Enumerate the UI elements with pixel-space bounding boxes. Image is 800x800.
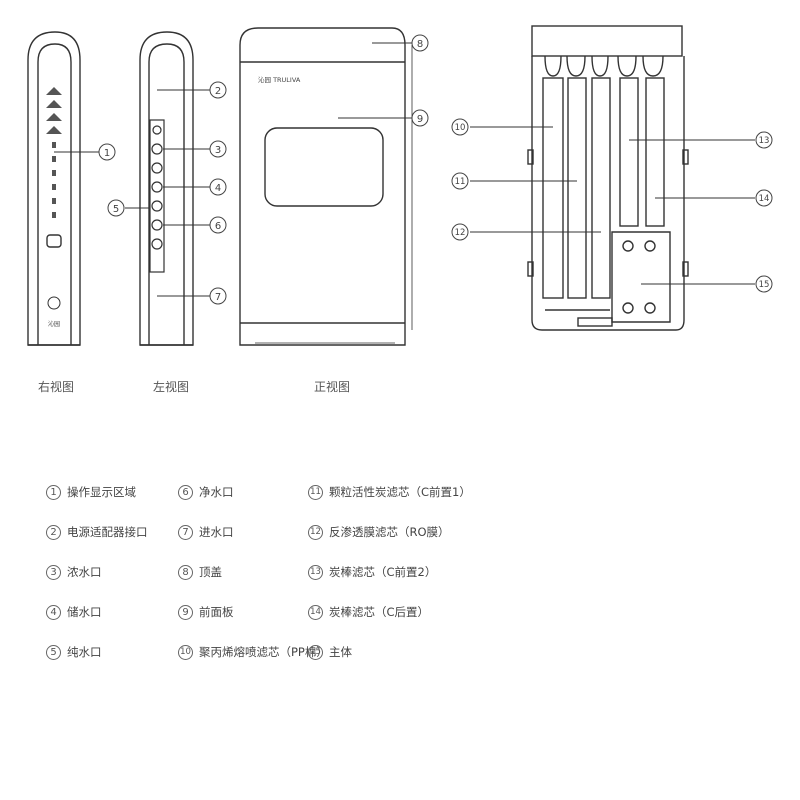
legend-number: 10 bbox=[178, 644, 193, 660]
svg-text:4: 4 bbox=[215, 183, 221, 194]
legend-item: 11 颗粒活性炭滤芯（C前置1） bbox=[308, 484, 471, 500]
svg-text:12: 12 bbox=[455, 228, 466, 238]
interior-view-drawing bbox=[527, 25, 689, 331]
legend-text: 储水口 bbox=[67, 605, 102, 619]
callout-13: 13 bbox=[755, 131, 773, 149]
callout-14: 14 bbox=[755, 189, 773, 207]
legend-number: 5 bbox=[46, 644, 61, 660]
legend-number: 6 bbox=[178, 484, 193, 500]
legend-number: 2 bbox=[46, 524, 61, 540]
callout-4: 4 bbox=[209, 178, 227, 196]
legend-text: 反渗透膜滤芯（RO膜） bbox=[329, 525, 450, 539]
legend-number: 8 bbox=[178, 564, 193, 580]
front-view-drawing bbox=[239, 27, 413, 346]
legend-text: 顶盖 bbox=[199, 565, 222, 579]
legend-text: 操作显示区域 bbox=[67, 485, 136, 499]
legend-item: 9 前面板 bbox=[178, 604, 234, 620]
svg-text:3: 3 bbox=[215, 145, 221, 156]
callout-2: 2 bbox=[209, 81, 227, 99]
legend-text: 炭棒滤芯（C后置） bbox=[329, 605, 430, 619]
legend-number: 7 bbox=[178, 524, 193, 540]
callout-12: 12 bbox=[451, 223, 469, 241]
legend-number: 1 bbox=[46, 484, 61, 500]
svg-text:15: 15 bbox=[759, 280, 770, 290]
legend-item: 15 主体 bbox=[308, 644, 352, 660]
legend-item: 2 电源适配器接口 bbox=[46, 524, 148, 540]
svg-text:1: 1 bbox=[104, 148, 110, 159]
svg-text:5: 5 bbox=[113, 204, 119, 215]
view-label-right: 右视图 bbox=[38, 380, 75, 394]
callout-7: 7 bbox=[209, 287, 227, 305]
legend-text: 进水口 bbox=[199, 525, 234, 539]
legend-item: 14 炭棒滤芯（C后置） bbox=[308, 604, 429, 620]
legend-number: 15 bbox=[308, 644, 323, 660]
callouts: 1 2 3 4 5 6 7 8 9 10 11 12 13 14 15 bbox=[98, 34, 773, 305]
svg-text:6: 6 bbox=[215, 221, 221, 232]
callout-3: 3 bbox=[209, 140, 227, 158]
legend-text: 电源适配器接口 bbox=[67, 525, 148, 539]
svg-text:10: 10 bbox=[455, 123, 466, 133]
legend-text: 净水口 bbox=[199, 485, 234, 499]
legend-text: 炭棒滤芯（C前置2） bbox=[329, 565, 437, 579]
callout-9: 9 bbox=[411, 109, 429, 127]
legend-item: 3 浓水口 bbox=[46, 564, 102, 580]
legend-number: 4 bbox=[46, 604, 61, 620]
legend-number: 3 bbox=[46, 564, 61, 580]
legend-text: 颗粒活性炭滤芯（C前置1） bbox=[329, 485, 471, 499]
callout-6: 6 bbox=[209, 216, 227, 234]
svg-text:11: 11 bbox=[455, 177, 466, 187]
legend-item: 1 操作显示区域 bbox=[46, 484, 136, 500]
legend-item: 10 聚丙烯熔喷滤芯（PP棉） bbox=[178, 644, 328, 660]
legend-item: 4 储水口 bbox=[46, 604, 102, 620]
legend-text: 主体 bbox=[329, 645, 352, 659]
svg-text:9: 9 bbox=[417, 114, 423, 125]
legend-number: 14 bbox=[308, 604, 323, 620]
svg-text:2: 2 bbox=[215, 86, 221, 97]
parts-legend: 1 操作显示区域 2 电源适配器接口 3 浓水口 4 储水口 5 纯水口 6 净水口 7 进水… bbox=[40, 482, 500, 667]
legend-number: 11 bbox=[308, 484, 323, 500]
legend-number: 9 bbox=[178, 604, 193, 620]
svg-text:14: 14 bbox=[759, 194, 770, 204]
front-logo: 沁园 TRULIVA bbox=[258, 75, 301, 84]
legend-number: 13 bbox=[308, 564, 323, 580]
view-label-front: 正视图 bbox=[314, 380, 351, 394]
legend-item: 8 顶盖 bbox=[178, 564, 222, 580]
callout-11: 11 bbox=[451, 172, 469, 190]
legend-text: 浓水口 bbox=[67, 565, 102, 579]
callout-15: 15 bbox=[755, 275, 773, 293]
legend-text: 纯水口 bbox=[67, 645, 102, 659]
legend-item: 12 反渗透膜滤芯（RO膜） bbox=[308, 524, 450, 540]
legend-text: 前面板 bbox=[199, 605, 234, 619]
callout-10: 10 bbox=[451, 118, 469, 136]
callout-1: 1 bbox=[98, 143, 116, 161]
legend-number: 12 bbox=[308, 524, 323, 540]
legend-item: 7 进水口 bbox=[178, 524, 234, 540]
svg-text:7: 7 bbox=[215, 292, 221, 303]
callout-8: 8 bbox=[411, 34, 429, 52]
left-view-drawing bbox=[139, 31, 194, 346]
legend-text: 聚丙烯熔喷滤芯（PP棉） bbox=[199, 645, 328, 659]
callout-5: 5 bbox=[107, 199, 125, 217]
svg-text:8: 8 bbox=[417, 39, 423, 50]
view-label-left: 左视图 bbox=[153, 380, 190, 394]
right-view-drawing bbox=[27, 31, 81, 346]
side-logo: 沁园 bbox=[48, 320, 60, 328]
legend-item: 6 净水口 bbox=[178, 484, 234, 500]
svg-text:13: 13 bbox=[759, 136, 770, 146]
legend-item: 13 炭棒滤芯（C前置2） bbox=[308, 564, 436, 580]
legend-item: 5 纯水口 bbox=[46, 644, 102, 660]
